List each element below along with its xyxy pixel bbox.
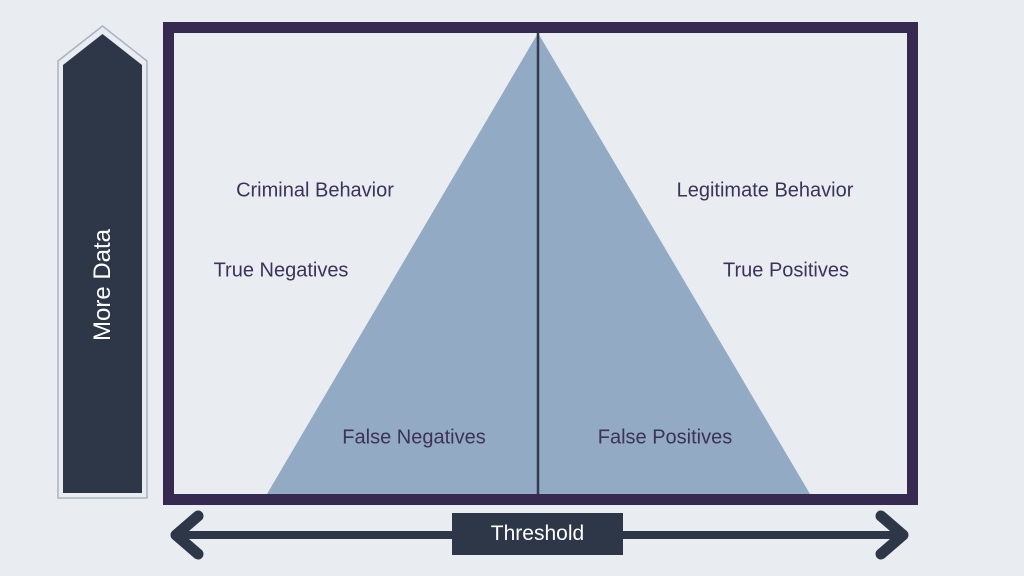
chart-frame [163, 22, 918, 505]
threshold-arrow-left-head [170, 510, 204, 560]
label-legitimate-behavior: Legitimate Behavior [676, 179, 854, 202]
more-data-arrow-outline [57, 25, 148, 499]
label-true-positives: True Positives [723, 259, 849, 282]
more-data-arrow-body [63, 34, 142, 493]
more-data-label: More Data [89, 228, 116, 341]
threshold-badge: Threshold [452, 513, 623, 555]
threshold-label: Threshold [490, 522, 585, 545]
label-true-negatives: True Negatives [213, 259, 349, 282]
more-data-arrow: More Data [57, 25, 148, 499]
threshold-arrow-right-head [875, 510, 909, 560]
label-false-negatives: False Negatives [342, 426, 486, 449]
label-criminal-behavior: Criminal Behavior [236, 179, 394, 202]
label-false-positives: False Positives [597, 426, 733, 449]
